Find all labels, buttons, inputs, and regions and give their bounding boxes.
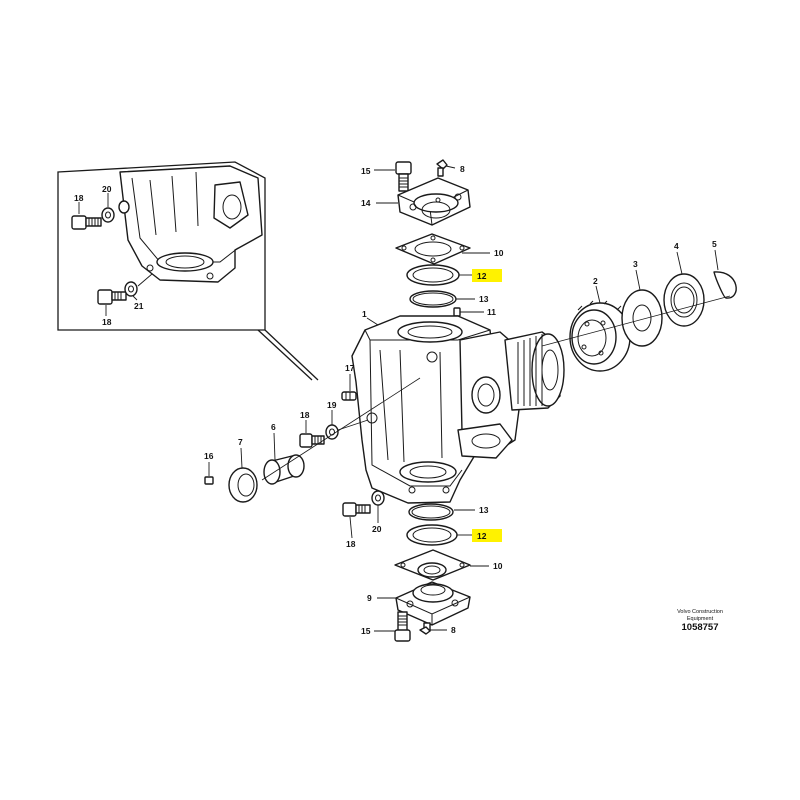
- label-10-top: 10: [494, 248, 504, 258]
- washer-20-main: [371, 490, 385, 506]
- leader-lines: [208, 165, 719, 632]
- bolt-18-main: [299, 433, 325, 448]
- bolt-15-top: [395, 161, 412, 192]
- label-18-inset-bottom: 18: [102, 317, 112, 327]
- label-10-bottom: 10: [493, 561, 503, 571]
- gasket-10-top: [395, 233, 471, 265]
- label-12-bottom: 12: [477, 531, 487, 541]
- label-14: 14: [361, 198, 371, 208]
- inset-washer-20: [101, 207, 115, 223]
- part-labels: 15 8 14 10 12 13 11 1 2 3 4 5 6 7 16 17 …: [204, 164, 717, 636]
- label-15-top: 15: [361, 166, 371, 176]
- highlight-12-bottom: [472, 529, 502, 542]
- inset-washer-21: [124, 281, 138, 297]
- label-18-bottom: 18: [346, 539, 356, 549]
- label-12-top: 12: [477, 271, 487, 281]
- label-15-bottom: 15: [361, 626, 371, 636]
- label-7: 7: [238, 437, 243, 447]
- pin-11: [453, 307, 461, 317]
- label-13-bottom: 13: [479, 505, 489, 515]
- label-8-bottom: 8: [451, 625, 456, 635]
- label-2: 2: [593, 276, 598, 286]
- label-4: 4: [674, 241, 679, 251]
- grease-nipple-8-top: [436, 159, 448, 177]
- bearing-4: [663, 273, 705, 327]
- label-9: 9: [367, 593, 372, 603]
- grease-nipple-8-bottom: [419, 622, 431, 635]
- hub-2: [569, 300, 631, 372]
- inset-detail: 18 20 18 21: [57, 161, 319, 381]
- inset-bolt-18-top: [71, 215, 102, 230]
- shim-12-bottom: [406, 524, 458, 546]
- label-3: 3: [633, 259, 638, 269]
- bolt-18-bottom: [342, 502, 371, 517]
- label-6: 6: [271, 422, 276, 432]
- plug-16: [204, 476, 214, 485]
- brand-name-line2: Equipment: [686, 616, 714, 622]
- bolt-15-bottom: [394, 611, 411, 642]
- label-21-inset: 21: [134, 301, 144, 311]
- bushing-6: [263, 454, 305, 485]
- spacer-3: [621, 289, 663, 347]
- gasket-10-bottom: [394, 549, 471, 581]
- label-17: 17: [345, 363, 355, 373]
- inset-bolt-18-bottom: [97, 289, 127, 305]
- highlight-12-top: [472, 269, 502, 282]
- o-ring-13-top: [409, 290, 457, 308]
- label-20-main: 20: [372, 524, 382, 534]
- cover-9-bottom: [395, 581, 471, 626]
- label-20-inset: 20: [102, 184, 112, 194]
- label-16: 16: [204, 451, 214, 461]
- housing-1: [351, 315, 565, 504]
- label-1: 1: [362, 309, 367, 319]
- brand-name-line1: Volvo Construction: [677, 609, 723, 615]
- label-18-inset-top: 18: [74, 193, 84, 203]
- label-18-main: 18: [300, 410, 310, 420]
- label-8-top: 8: [460, 164, 465, 174]
- label-13-top: 13: [479, 294, 489, 304]
- label-19: 19: [327, 400, 337, 410]
- shim-12-top: [406, 264, 460, 286]
- drawing-number: 1058757: [681, 622, 719, 633]
- o-ring-13-bottom: [408, 503, 454, 521]
- plug-17: [341, 391, 357, 401]
- label-5: 5: [712, 239, 717, 249]
- circlip-5: [713, 271, 737, 299]
- label-11: 11: [487, 307, 496, 317]
- seal-7: [228, 467, 258, 503]
- cover-14-top: [397, 177, 471, 226]
